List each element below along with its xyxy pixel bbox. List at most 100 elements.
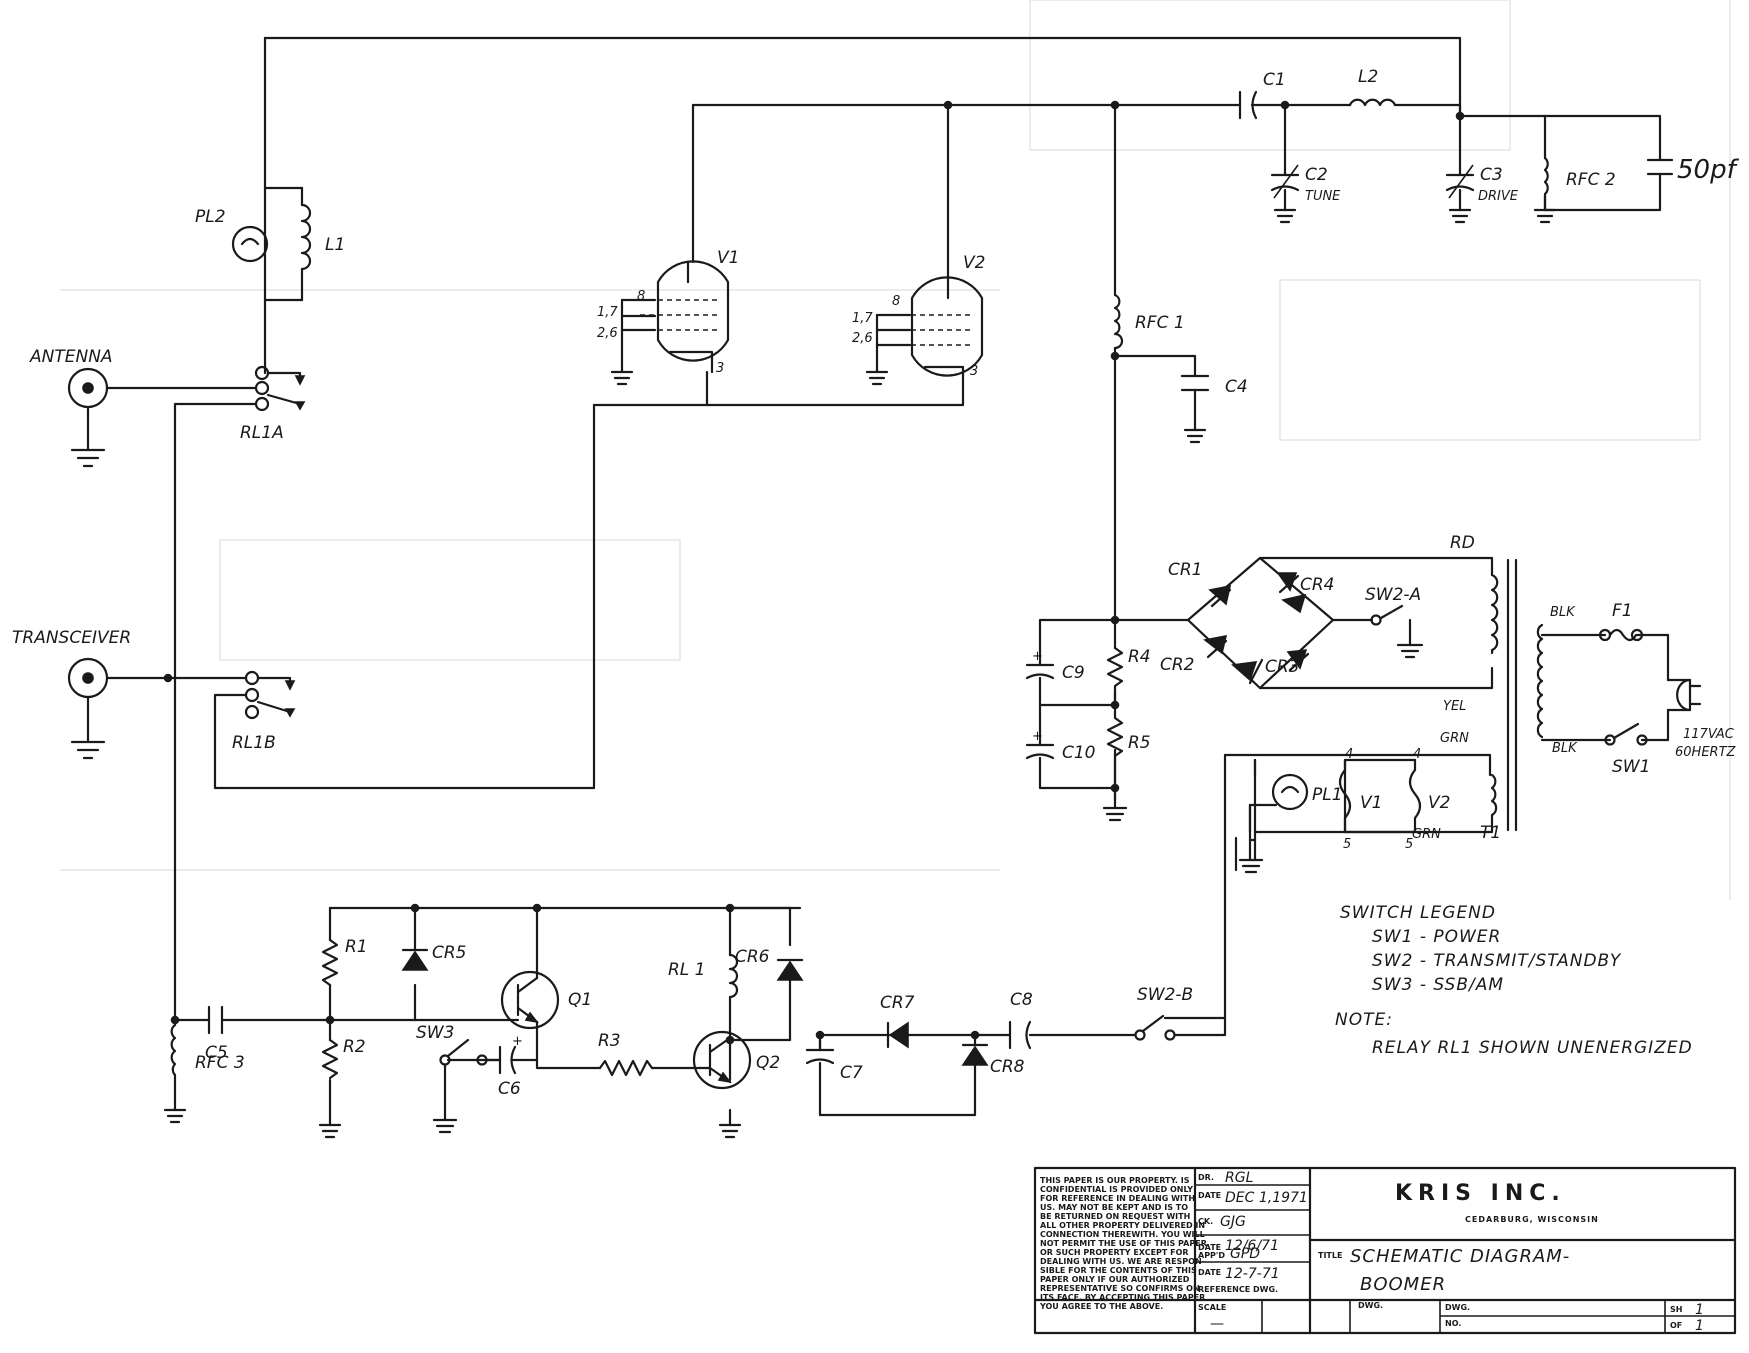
v2-label: V2 xyxy=(963,253,985,273)
title-block: THIS PAPER IS OUR PROPERTY. IS CONFIDENT… xyxy=(1033,1166,1737,1335)
v1-pin-8: 8 xyxy=(637,289,645,304)
disclaimer-line: ITS FACE. BY ACCEPTING THIS PAPER xyxy=(1040,1293,1205,1302)
junction-dot xyxy=(943,100,953,110)
r3-label: R3 xyxy=(598,1031,621,1051)
c9-plus: + xyxy=(1032,649,1043,664)
disclaimer-line: SIBLE FOR THE CONTENTS OF THIS xyxy=(1040,1266,1197,1275)
c2-tune-capacitor: C2 TUNE xyxy=(1270,164,1341,224)
c1-label: C1 xyxy=(1263,70,1286,90)
yel-label: YEL xyxy=(1443,699,1466,714)
junction-dot xyxy=(1280,100,1290,110)
l1-inductor: L1 xyxy=(300,186,345,302)
cr3-label: CR3 xyxy=(1265,657,1300,677)
v2-heater-pin4: 4 xyxy=(1413,747,1421,762)
date-label: DATE xyxy=(1198,1268,1221,1277)
rl1b-relay-contacts: RL1B xyxy=(232,670,296,753)
heater-bus xyxy=(1343,758,1417,834)
disclaimer-line: CONNECTION THEREWITH. YOU WILL xyxy=(1040,1230,1205,1239)
tune-label: TUNE xyxy=(1305,189,1341,204)
disclaimer-line: ALL OTHER PROPERTY DELIVERED IN xyxy=(1040,1221,1205,1230)
company-name: KRIS INC. xyxy=(1395,1181,1566,1206)
junction-dot xyxy=(970,1030,980,1040)
cr8-label: CR8 xyxy=(990,1057,1025,1077)
l2-label: L2 xyxy=(1358,67,1378,87)
hertz-label: 60HERTZ xyxy=(1675,745,1737,760)
dwg-label: DWG. xyxy=(1358,1301,1383,1310)
checked-by: GJG xyxy=(1220,1214,1246,1230)
r2-label: R2 xyxy=(343,1037,366,1057)
cr6-diode: CR6 xyxy=(735,947,804,981)
disclaimer-line: DEALING WITH US. WE ARE RESPON- xyxy=(1040,1257,1205,1266)
rfc1-choke: RFC 1 xyxy=(1113,293,1185,350)
pl1-lamp: PL1 xyxy=(1271,773,1343,811)
pl2-lamp: PL2 xyxy=(195,207,269,263)
bridge-rectifier: CR1 CR4 CR2 CR3 xyxy=(1160,560,1335,685)
c6-label: C6 xyxy=(498,1079,521,1099)
junction-dot xyxy=(725,903,735,913)
pl1-label: PL1 xyxy=(1312,785,1343,805)
pl2-label: PL2 xyxy=(195,207,226,227)
rfc2-choke: RFC 2 xyxy=(1533,156,1616,224)
rl1-coil: RL 1 xyxy=(668,953,739,1012)
drawing-title-2: BOOMER xyxy=(1360,1274,1446,1295)
disclaimer-line: OR SUCH PROPERTY EXCEPT FOR xyxy=(1040,1248,1189,1257)
c5-capacitor: C5 xyxy=(205,1005,228,1063)
junction-dot xyxy=(1110,351,1120,361)
transceiver-connector: TRANSCEIVER xyxy=(12,628,131,699)
v2-heater-label: V2 xyxy=(1428,793,1450,813)
t1-transformer: RD YEL GRN GRN T1 BLK BLK xyxy=(1412,533,1578,843)
junction-dot xyxy=(1110,100,1120,110)
cr4-label: CR4 xyxy=(1300,575,1335,595)
rl1a-relay-contacts: RL1A xyxy=(240,365,306,443)
rfc3-choke: RFC 3 xyxy=(163,1023,245,1124)
c4-capacitor: C4 xyxy=(1180,374,1248,444)
wiring xyxy=(86,36,1670,1127)
sheet-total: 1 xyxy=(1695,1318,1704,1334)
cr5-diode: CR5 xyxy=(401,943,467,971)
date-checked: 12/6/71 xyxy=(1225,1238,1279,1254)
cr3-diode xyxy=(1286,649,1310,672)
r2-resistor: R2 xyxy=(318,1037,366,1139)
sw1-label: SW1 xyxy=(1612,757,1650,777)
c6-plus: + xyxy=(512,1034,523,1049)
sw2b-switch: SW2-B xyxy=(1095,985,1227,1041)
antenna-connector: ANTENNA xyxy=(29,347,113,409)
disclaimer-line: PAPER ONLY IF OUR AUTHORIZED xyxy=(1040,1275,1190,1284)
rfc2-label: RFC 2 xyxy=(1566,170,1616,190)
c8-capacitor: C8 xyxy=(1008,990,1033,1050)
v1-tube: V1 8 1,7 2,6 3 xyxy=(597,248,739,386)
rl1-label: RL 1 xyxy=(668,960,706,980)
ground-symbol xyxy=(1102,786,1128,822)
c3-label: C3 xyxy=(1480,165,1503,185)
vac-label: 117VAC xyxy=(1683,727,1735,742)
v1-pin-1-7: 1,7 xyxy=(597,305,618,320)
legend-item-sw2: SW2 - TRANSMIT/STANDBY xyxy=(1372,951,1622,971)
scale-value: — xyxy=(1210,1316,1224,1332)
appd-label: APP'D xyxy=(1198,1251,1225,1260)
sw3-label: SW3 xyxy=(416,1023,454,1043)
v2-pin-2-6: 2,6 xyxy=(852,331,873,346)
cr2-label: CR2 xyxy=(1160,655,1195,675)
rl1b-label: RL1B xyxy=(232,733,276,753)
company-city: CEDARBURG, WISCONSIN xyxy=(1465,1215,1599,1224)
sheet-number: 1 xyxy=(1695,1302,1704,1318)
v2-pin-3: 3 xyxy=(970,364,978,379)
junction-dot xyxy=(1455,111,1465,121)
sw1-switch: SW1 xyxy=(1604,722,1650,777)
title-label: TITLE xyxy=(1318,1251,1342,1260)
v1-heater: V1 4 5 xyxy=(1338,747,1382,852)
junction-dot xyxy=(163,673,173,683)
c7-capacitor: C7 xyxy=(805,1038,863,1087)
blk-label-top: BLK xyxy=(1550,605,1576,620)
disclaimer-line: US. MAY NOT BE KEPT AND IS TO xyxy=(1040,1203,1188,1212)
c10-plus: + xyxy=(1032,729,1043,744)
l2-inductor: L2 xyxy=(1348,67,1397,107)
q1-label: Q1 xyxy=(568,990,592,1010)
cr4-diode xyxy=(1276,572,1300,594)
c2-label: C2 xyxy=(1305,165,1328,185)
q2-label: Q2 xyxy=(756,1053,780,1073)
v1-pin-2-6: 2,6 xyxy=(597,326,618,341)
drawn-by: RGL xyxy=(1225,1170,1253,1186)
cap-50pf-label: 50pf xyxy=(1677,155,1740,185)
